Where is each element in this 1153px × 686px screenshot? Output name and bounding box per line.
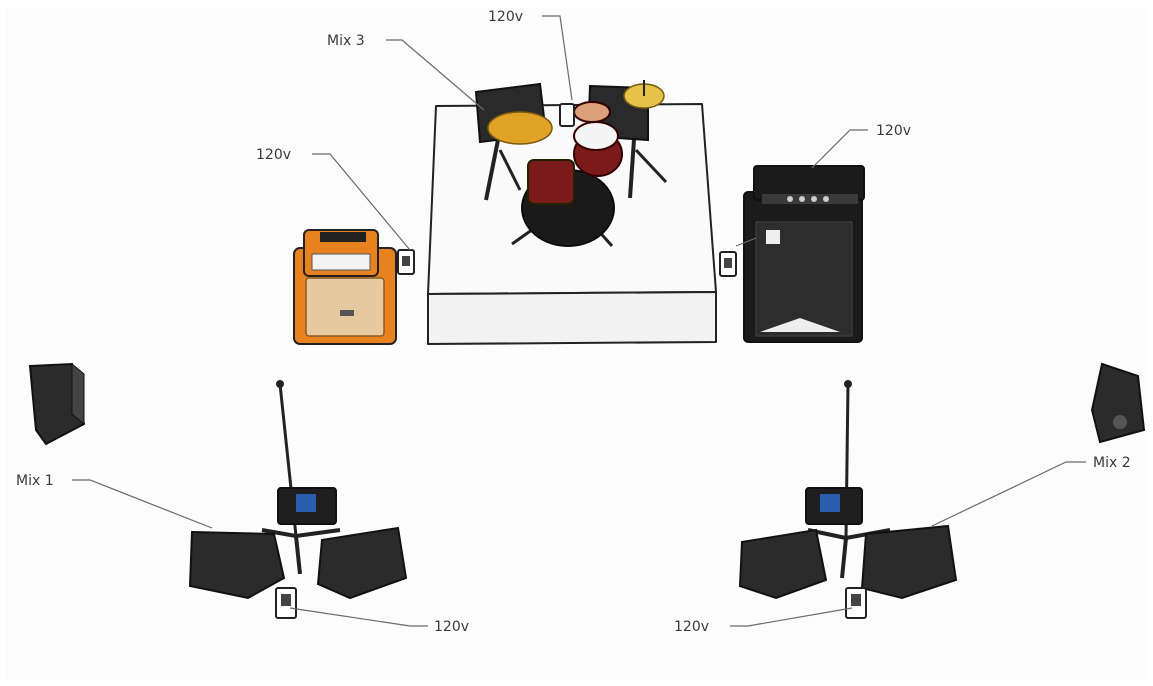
label-mix3: Mix 3	[327, 33, 365, 49]
crash-cymbal	[488, 112, 552, 144]
side-fill-right	[1092, 364, 1144, 442]
label-power-top: 120v	[488, 9, 523, 25]
label-power-right: 120v	[876, 123, 911, 139]
label-mix2: Mix 2	[1093, 455, 1131, 471]
label-mix1: Mix 1	[16, 473, 54, 489]
power-outlet-drum	[560, 104, 574, 126]
floor-tom	[528, 160, 574, 204]
guitar-grill	[306, 278, 384, 336]
label-power-bottom-left: 120v	[434, 619, 469, 635]
snare-drum	[574, 122, 618, 150]
label-power-left: 120v	[256, 147, 291, 163]
label-power-bottom-right: 120v	[674, 619, 709, 635]
